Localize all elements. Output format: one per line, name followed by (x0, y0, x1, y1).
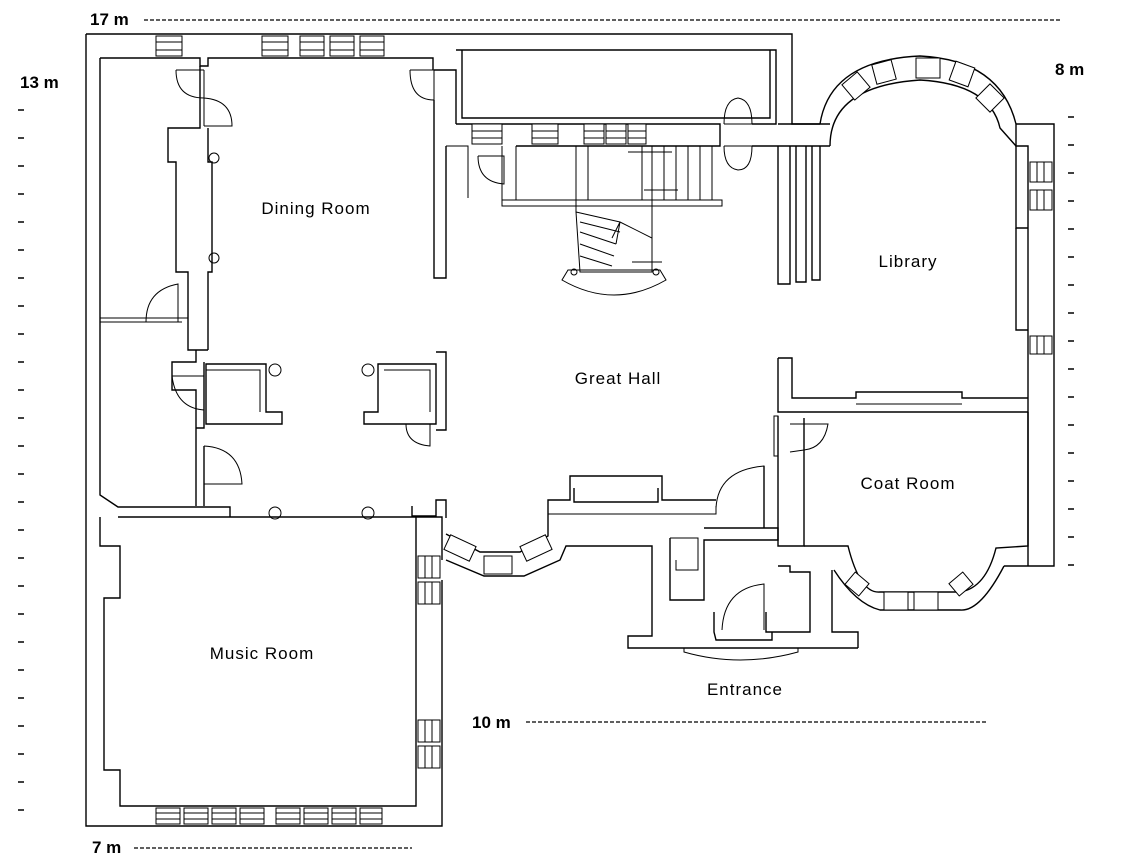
dimensions: 17 m 13 m 8 m 10 m 7 m (18, 10, 1084, 857)
outer-walls (85, 33, 1055, 827)
library-label: Library (879, 252, 938, 271)
dining-room-walls (100, 66, 457, 520)
entrance-label: Entrance (707, 680, 783, 699)
entrance-walls (411, 466, 858, 661)
dining-room-label: Dining Room (261, 199, 370, 218)
dimension-right-ticks (1068, 116, 1074, 566)
dimension-right-label: 8 m (1055, 60, 1084, 79)
dimension-middle-label: 10 m (472, 713, 511, 732)
dimension-top-label: 17 m (90, 10, 129, 29)
doors (145, 69, 829, 631)
dimension-left-label: 13 m (20, 73, 59, 92)
coat-room-label: Coat Room (861, 474, 956, 493)
dimension-bottom-label: 7 m (92, 838, 121, 857)
music-room-walls (99, 516, 443, 807)
stair-gallery (446, 49, 830, 296)
dimension-left-ticks (18, 109, 24, 811)
great-hall-label: Great Hall (575, 369, 662, 388)
music-room-label: Music Room (210, 644, 314, 663)
room-labels: Dining Room Great Hall Library Coat Room… (210, 199, 956, 699)
coat-room-walls (777, 412, 1029, 648)
windows (155, 35, 1053, 825)
